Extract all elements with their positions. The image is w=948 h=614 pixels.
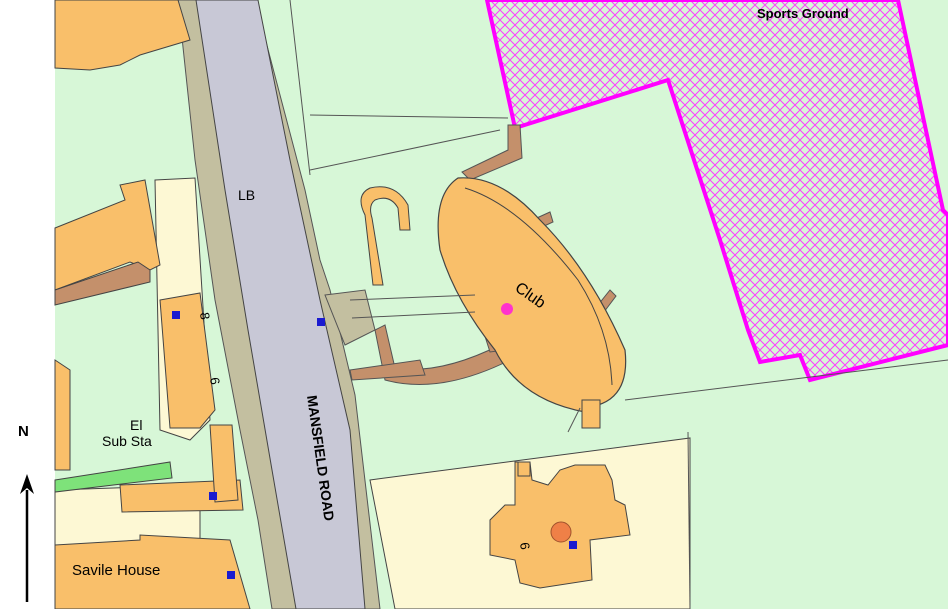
club-point-marker[interactable] <box>501 303 513 315</box>
sports-ground-boundary[interactable] <box>484 0 948 383</box>
building-top-left <box>54 0 191 71</box>
building-left-middle <box>54 179 161 291</box>
building-left-edge <box>54 359 71 471</box>
building-left-strip <box>54 261 151 306</box>
marker-blue-5[interactable] <box>569 541 577 549</box>
club-annex <box>581 399 601 429</box>
path-west-stub <box>349 359 426 381</box>
building-porch <box>517 461 531 477</box>
label-sub-sta: Sub Sta <box>102 433 152 449</box>
marker-blue-3[interactable] <box>209 492 217 500</box>
label-house-number-6-left: 6 <box>207 376 223 385</box>
point-of-interest-orange[interactable] <box>550 521 572 543</box>
label-sports-ground: Sports Ground <box>757 6 849 21</box>
green-strip <box>54 461 173 493</box>
north-label: N <box>18 423 29 440</box>
north-arrow <box>20 474 34 602</box>
label-savile-house: Savile House <box>72 562 160 579</box>
hook-structure <box>360 186 411 286</box>
label-house-number-6-right: 6 <box>517 541 533 550</box>
label-house-number-8: 8 <box>197 311 213 320</box>
parcel-boundaries <box>289 0 948 610</box>
label-lb: LB <box>238 187 255 203</box>
building-row-south <box>119 479 244 513</box>
label-el: El <box>130 417 142 433</box>
club-building-outline <box>464 187 613 386</box>
marker-blue-1[interactable] <box>172 311 180 319</box>
building-west-terrace <box>159 292 216 429</box>
building-west-annex <box>209 424 239 503</box>
marker-blue-4[interactable] <box>227 571 235 579</box>
marker-blue-2[interactable] <box>317 318 325 326</box>
